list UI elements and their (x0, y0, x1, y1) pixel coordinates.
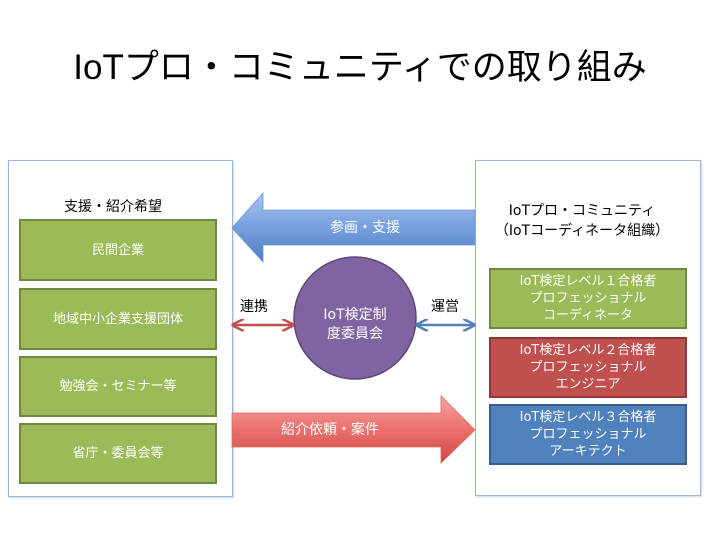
referral-arrow-label: 紹介依頼・案件 (281, 422, 379, 438)
right-panel-label-line1: IoTプロ・コミュニティ (508, 203, 656, 219)
level-line: エンジニア (555, 377, 621, 392)
support-arrow-label: 参画・支援 (330, 220, 400, 236)
level-line: プロフェッショナル (529, 427, 647, 442)
level-line: IoT検定レベル２合格者 (519, 343, 657, 358)
left-item-label: 勉強会・セミナー等 (59, 379, 177, 394)
level-line: プロフェッショナル (529, 360, 647, 375)
left-item-ministries-committees[interactable]: 省庁・委員会等 (19, 423, 217, 484)
level-line: IoT検定レベル３合格者 (519, 410, 657, 425)
left-item-regional-sme-support[interactable]: 地域中小企業支援団体 (19, 288, 217, 350)
left-item-label: 地域中小企業支援団体 (52, 311, 183, 327)
level-3-architect[interactable]: IoT検定レベル３合格者 プロフェッショナル アーキテクト (489, 404, 687, 465)
level-1-coordinator[interactable]: IoT検定レベル１合格者 プロフェッショナル コーディネータ (489, 268, 687, 329)
operation-label: 運営 (431, 299, 459, 315)
left-item-label: 省庁・委員会等 (72, 446, 164, 461)
left-item-private-companies[interactable]: 民間企業 (19, 219, 217, 281)
cooperation-label: 連携 (240, 299, 268, 315)
committee-label-line2: 度委員会 (327, 326, 383, 342)
level-line: アーキテクト (549, 444, 627, 459)
level-line: コーディネータ (542, 308, 634, 323)
level-line: IoT検定レベル１合格者 (519, 274, 657, 289)
left-item-label: 民間企業 (91, 242, 144, 258)
level-2-engineer[interactable]: IoT検定レベル２合格者 プロフェッショナル エンジニア (489, 337, 687, 398)
slide-title: IoTプロ・コミュニティでの取り組み (73, 48, 647, 87)
left-item-study-seminars[interactable]: 勉強会・セミナー等 (19, 356, 217, 417)
committee-label: IoT検定制 度委員会 (295, 306, 415, 344)
committee-label-line1: IoT検定制 (323, 307, 387, 323)
left-panel-label: 支援・紹介希望 (64, 199, 162, 215)
level-line: プロフェッショナル (529, 291, 647, 306)
right-panel-label-line2: （IoTコーディネータ組織） (494, 223, 670, 239)
